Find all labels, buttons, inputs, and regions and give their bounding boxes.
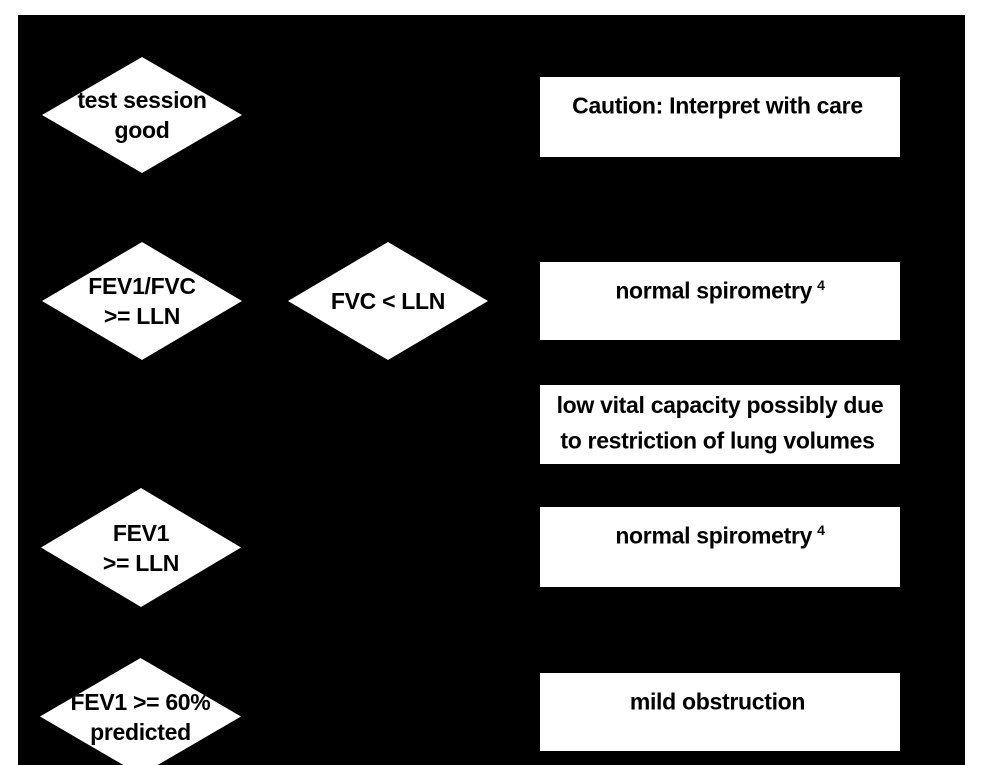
outcome-footnote: 4: [817, 277, 825, 293]
outcome-label: normal spirometry: [615, 277, 813, 304]
outcome-label: Caution: Interpret with care: [572, 92, 863, 119]
outcome-label: normal spirometry: [615, 522, 813, 549]
decision-test-session-good: test session good: [42, 57, 242, 173]
outcome-caution-interpret-with-care: Caution: Interpret with care: [540, 77, 900, 157]
decision-label: FEV1 >= LLN: [102, 519, 180, 576]
decision-fev1-fvc-ge-lln: FEV1/FVC >= LLN: [42, 242, 242, 360]
outcome-low-vital-capacity: low vital capacity possibly due to restr…: [540, 385, 900, 464]
decision-label: FVC < LLN: [330, 288, 446, 314]
outcome-label: low vital capacity possibly due to restr…: [556, 392, 884, 454]
decision-label: FEV1 >= 60% predicted: [70, 688, 211, 745]
outcome-mild-obstruction: mild obstruction: [540, 673, 900, 751]
decision-fvc-lt-lln: FVC < LLN: [288, 242, 488, 360]
decision-label: test session good: [77, 87, 207, 143]
decision-label: FEV1/FVC >= LLN: [88, 273, 196, 329]
outcome-footnote: 4: [817, 522, 825, 538]
decision-fev1-ge-60-predicted: FEV1 >= 60% predicted: [40, 658, 241, 765]
flowchart-canvas: test session good FEV1/FVC >= LLN FVC < …: [18, 15, 965, 765]
outcome-label: mild obstruction: [629, 688, 806, 715]
decision-fev1-ge-lln: FEV1 >= LLN: [41, 488, 241, 607]
